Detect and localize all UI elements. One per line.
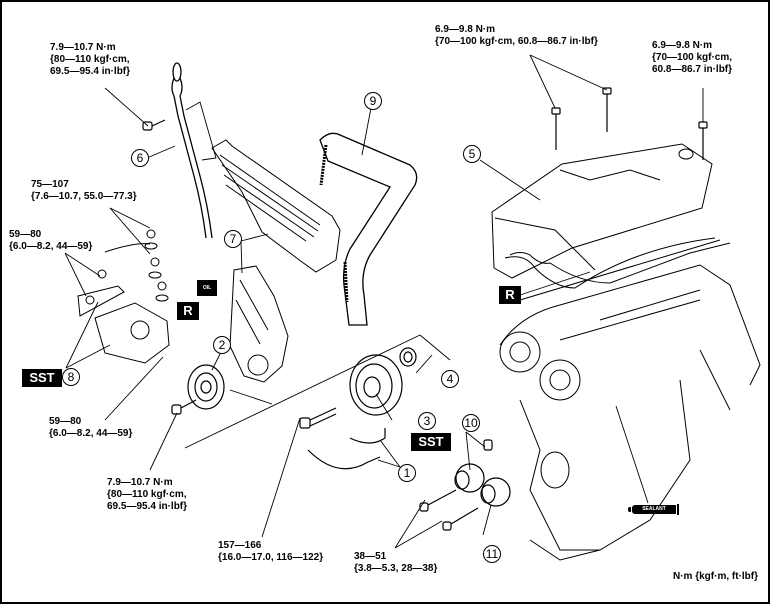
torque-spec-head-cover-bolt-right: 6.9—9.8 N·m {70—100 kgf·cm, 60.8—86.7 in… — [652, 40, 732, 76]
torque-line: 7.9—10.7 N·m — [50, 42, 116, 53]
dipstick-bolt — [142, 119, 166, 131]
sensor-10 — [483, 439, 493, 451]
torque-line: {3.8—5.3, 28—38} — [354, 563, 438, 574]
torque-line: 7.9—10.7 N·m — [107, 477, 173, 488]
oil-seal — [399, 347, 417, 367]
torque-spec-crank-bolt: 157—166 {16.0—17.0, 116—122} — [218, 540, 323, 564]
head-cover-gasket — [509, 242, 731, 284]
torque-line: 75—107 — [31, 179, 69, 190]
timing-belt-guides — [307, 428, 386, 470]
replace-badge: R — [177, 302, 199, 320]
sst-badge: SST — [411, 433, 451, 451]
callout-2: 2 — [213, 336, 231, 354]
callout-4: 4 — [441, 370, 459, 388]
crankshaft-pulley — [349, 354, 403, 416]
oil-can-icon: OIL — [197, 280, 217, 296]
torque-line: {6.0—8.2, 44—59} — [49, 428, 133, 439]
engine-block — [499, 239, 761, 561]
torque-line: 38—51 — [354, 551, 387, 562]
torque-line: {6.0—8.2, 44—59} — [9, 241, 93, 252]
callout-3: 3 — [418, 412, 436, 430]
replace-badge: R — [499, 286, 521, 304]
upper-timing-cover — [211, 139, 341, 273]
callout-10: 10 — [462, 414, 480, 432]
torque-line: 6.9—9.8 N·m — [652, 40, 713, 51]
torque-spec-head-cover-bolts-left: 6.9—9.8 N·m {70—100 kgf·cm, 60.8—86.7 in… — [435, 24, 598, 48]
idler-bolts — [419, 489, 479, 531]
timing-belt — [319, 132, 418, 326]
crank-bolt — [299, 407, 337, 429]
torque-line: 59—80 — [49, 416, 82, 427]
lower-timing-cover — [229, 265, 289, 383]
torque-line: {16.0—17.0, 116—122} — [218, 552, 324, 563]
leader-lines — [64, 54, 704, 549]
callout-8: 8 — [62, 368, 80, 386]
head-cover-bolts — [551, 87, 708, 160]
callout-11: 11 — [483, 545, 501, 563]
callout-5: 5 — [463, 145, 481, 163]
callout-9: 9 — [364, 92, 382, 110]
torque-line: {70—100 kgf·cm, — [652, 52, 733, 63]
callout-7: 7 — [224, 230, 242, 248]
torque-spec-pulley-bolt: 7.9—10.7 N·m {80—110 kgf·cm, 69.5—95.4 i… — [107, 477, 187, 513]
cylinder-head-cover — [491, 143, 716, 289]
oil-dipstick — [171, 62, 213, 239]
torque-spec-mount-bolt-lower: 59—80 {6.0—8.2, 44—59} — [49, 416, 132, 440]
torque-spec-mount-bolts-upper: 59—80 {6.0—8.2, 44—59} — [9, 229, 92, 253]
torque-line: {70—100 kgf·cm, 60.8—86.7 in·lbf} — [435, 36, 598, 47]
pulley-bolt — [171, 399, 197, 415]
torque-line: 69.5—95.4 in·lbf} — [107, 501, 188, 512]
torque-line: 59—80 — [9, 229, 42, 240]
mount-nuts — [85, 229, 169, 305]
callout-6: 6 — [131, 149, 149, 167]
idler-pulley-11 — [480, 477, 511, 507]
torque-line: 60.8—86.7 in·lbf} — [652, 64, 733, 75]
torque-line: {80—110 kgf·cm, — [50, 54, 130, 65]
sst-badge: SST — [22, 369, 62, 387]
sealant-tube-icon: SEALANT — [628, 504, 679, 515]
torque-line: 6.9—9.8 N·m — [435, 24, 496, 35]
torque-spec-idler-bolts: 38—51 {3.8—5.3, 28—38} — [354, 551, 437, 575]
torque-line: 157—166 — [218, 540, 262, 551]
torque-line: {7.6—10.7, 55.0—77.3} — [31, 191, 137, 202]
torque-spec-mount-nuts-upper: 75—107 {7.6—10.7, 55.0—77.3} — [31, 179, 137, 203]
callout-1: 1 — [398, 464, 416, 482]
units-legend: N·m {kgf·m, ft·lbf} — [673, 571, 758, 582]
engine-mount — [77, 285, 170, 364]
torque-line: {80—110 kgf·cm, — [107, 489, 187, 500]
idler-pulley-10 — [454, 463, 485, 493]
torque-line: 69.5—95.4 in·lbf} — [50, 66, 131, 77]
tensioner-pulley — [187, 364, 225, 410]
torque-spec-dipstick-bolt: 7.9—10.7 N·m {80—110 kgf·cm, 69.5—95.4 i… — [50, 42, 130, 78]
